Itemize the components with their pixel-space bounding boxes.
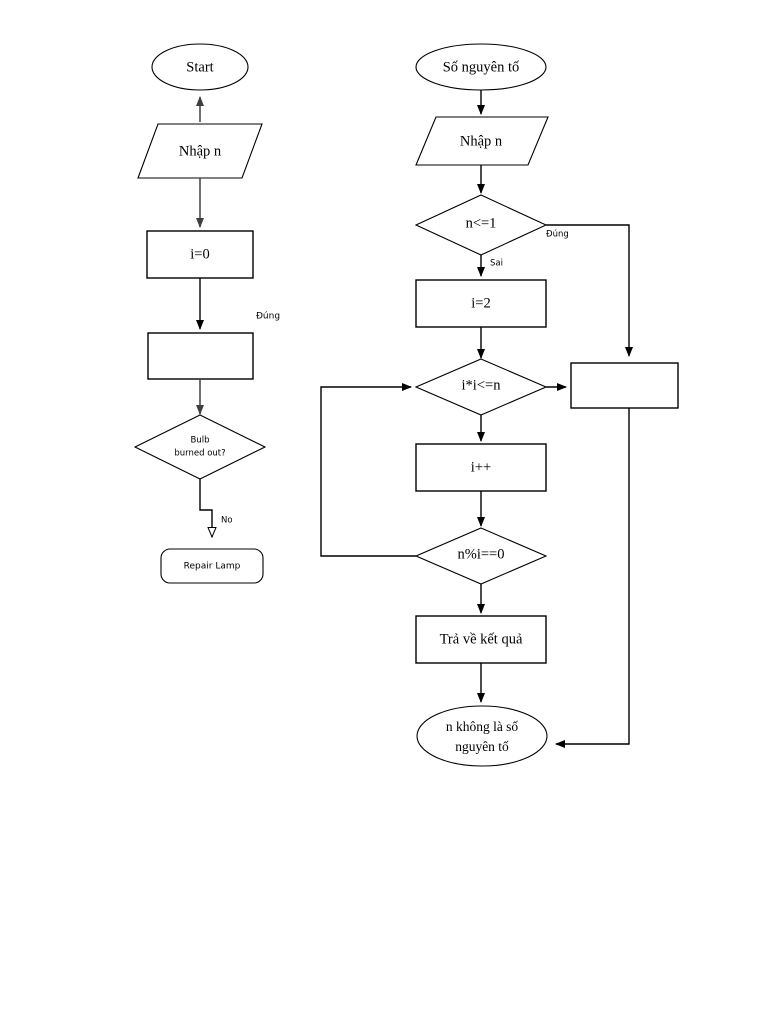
right-node-decision-loop[interactable]: i*i<=n [414, 358, 548, 416]
right-input-n-label: Nhập n [460, 133, 503, 149]
right-init-i-label: i=2 [471, 295, 490, 311]
right-edge-loopback [320, 383, 416, 557]
right-start-label: Số nguyên tố [443, 59, 520, 75]
left-node-repair-lamp[interactable]: Repair Lamp [160, 548, 264, 584]
right-node-increment[interactable]: i++ [415, 443, 547, 492]
right-node-input-n[interactable]: Nhập n [415, 116, 549, 166]
left-node-init-i[interactable]: i=0 [146, 230, 254, 279]
right-end-label-2: nguyên tố [455, 739, 509, 754]
right-decision-mod-label: n%i==0 [458, 546, 505, 562]
right-edge-label-dung: Đúng [546, 230, 569, 240]
left-node-empty-process[interactable] [147, 332, 254, 380]
right-return-result-label: Trả về kết quả [440, 631, 523, 647]
left-input-n-label: Nhập n [179, 143, 222, 159]
left-edge-decision-to-repair [199, 479, 212, 537]
left-init-i-label: i=0 [190, 246, 209, 262]
right-node-init-i[interactable]: i=2 [415, 279, 547, 328]
left-node-decision-bulb[interactable]: Bulb burned out? [133, 414, 267, 480]
left-decision-bulb-label-2: burned out? [174, 449, 225, 459]
right-increment-label: i++ [471, 459, 491, 475]
left-edge-label-no: No [221, 516, 233, 526]
left-node-start[interactable]: Start [151, 43, 249, 91]
right-decision-n-le-1-label: n<=1 [466, 215, 497, 231]
right-node-decision-mod[interactable]: n%i==0 [414, 527, 548, 585]
right-node-end[interactable]: n không là số nguyên tố [416, 705, 548, 767]
right-end-label-1: n không là số [446, 719, 519, 734]
right-node-empty-process[interactable] [570, 362, 679, 409]
left-edge-label-dung: Đúng [256, 312, 280, 322]
left-node-input-n[interactable]: Nhập n [137, 123, 263, 179]
right-edge-label-sai: Sai [490, 259, 503, 269]
left-start-label: Start [186, 59, 213, 75]
right-decision-loop-label: i*i<=n [462, 377, 502, 393]
right-node-start[interactable]: Số nguyên tố [415, 43, 547, 91]
right-node-return-result[interactable]: Trả về kết quả [415, 615, 547, 664]
left-repair-lamp-label: Repair Lamp [184, 562, 241, 572]
right-edge-empty-to-end [555, 408, 630, 748]
left-decision-bulb-label-1: Bulb [191, 436, 210, 446]
right-node-decision-n-le-1[interactable]: n<=1 [414, 194, 548, 256]
right-edge-dung-branch [546, 224, 633, 357]
